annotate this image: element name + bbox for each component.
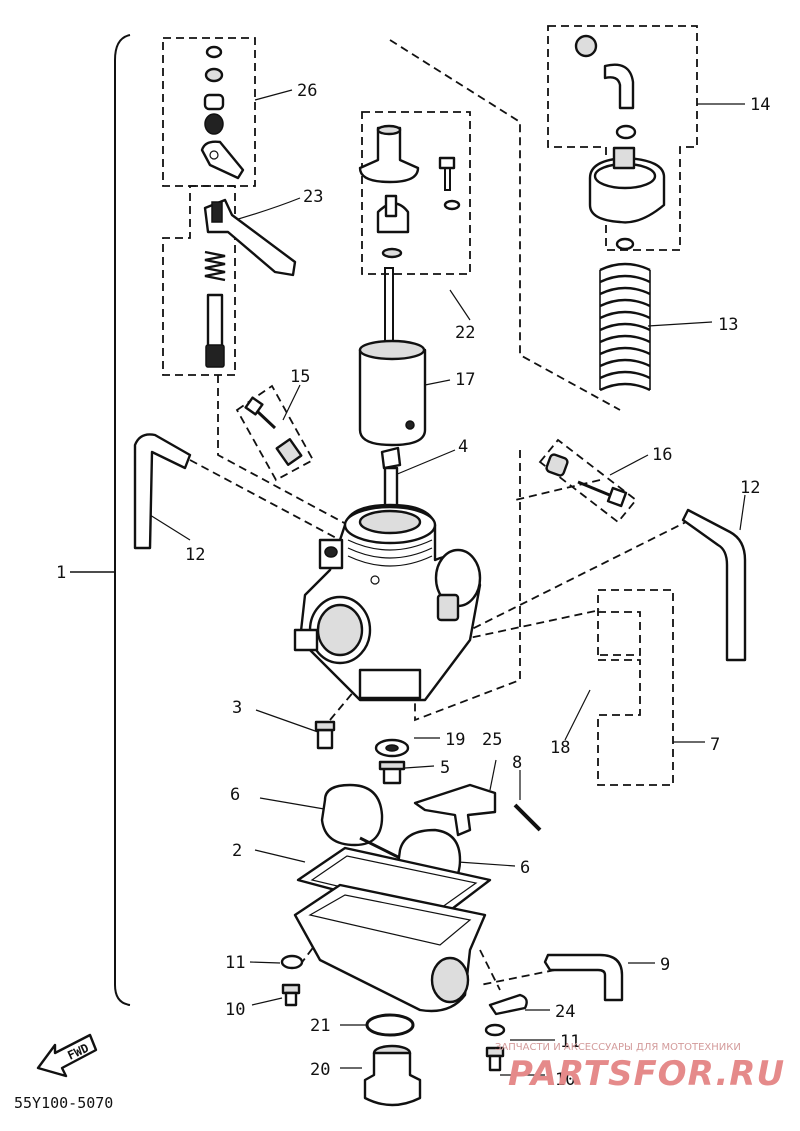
callout-11a: 11 bbox=[225, 953, 245, 973]
part-10-screw-right bbox=[485, 1046, 505, 1072]
part-16-screw-set bbox=[545, 453, 628, 508]
part-5-jet bbox=[378, 760, 406, 785]
callout-26: 26 bbox=[297, 81, 317, 101]
diagram-code: 55Y100-5070 bbox=[14, 1094, 113, 1112]
leader-lines bbox=[149, 89, 746, 1076]
callout-14: 14 bbox=[750, 95, 770, 115]
part-22-cap-group bbox=[358, 124, 461, 349]
part-3-screw bbox=[314, 720, 336, 750]
group-box-26-23 bbox=[162, 37, 256, 376]
part-12-hose-left bbox=[133, 433, 192, 550]
part-23-lever bbox=[203, 198, 297, 277]
part-10-screw-left bbox=[281, 983, 301, 1007]
part-26-pilot-screw-set bbox=[200, 45, 245, 180]
callout-25: 25 bbox=[482, 730, 502, 750]
part-12-hose-right bbox=[681, 508, 747, 662]
callout-22: 22 bbox=[455, 323, 475, 343]
part-needle-spring bbox=[204, 250, 226, 368]
part-24-clip bbox=[488, 993, 528, 1016]
callout-2: 2 bbox=[232, 841, 242, 861]
part-13-spring bbox=[599, 262, 651, 392]
group-box-14 bbox=[547, 25, 698, 251]
part-9-hose bbox=[543, 953, 624, 1002]
callout-labels: 1 2 3 4 5 6 6 7 8 9 10 10 11 11 12 12 13… bbox=[56, 81, 770, 1090]
part-21-o-ring bbox=[365, 1013, 415, 1037]
group-box-15 bbox=[235, 384, 315, 482]
fwd-arrow: FWD bbox=[36, 1033, 98, 1078]
callout-16: 16 bbox=[652, 445, 672, 465]
carburetor-body bbox=[293, 503, 482, 702]
watermark-subtitle: ЗАПЧАСТИ И АКСЕССУАРЫ ДЛЯ МОТОТЕХНИКИ bbox=[495, 1042, 741, 1053]
group-box-16 bbox=[538, 438, 638, 524]
group-box-7-18 bbox=[597, 589, 674, 786]
callout-21: 21 bbox=[310, 1016, 330, 1036]
part-6-float-left bbox=[320, 783, 401, 860]
callout-6b: 6 bbox=[520, 858, 530, 878]
callout-1: 1 bbox=[56, 563, 66, 583]
part-11-washer-right bbox=[484, 1023, 506, 1037]
part-14-top-cap bbox=[574, 34, 666, 251]
callout-6a: 6 bbox=[230, 785, 240, 805]
callout-18: 18 bbox=[550, 738, 570, 758]
callout-9: 9 bbox=[660, 955, 670, 975]
watermark: ЗАПЧАСТИ И АКСЕССУАРЫ ДЛЯ МОТОТЕХНИКИ PA… bbox=[495, 1042, 785, 1094]
callout-5: 5 bbox=[440, 758, 450, 778]
part-15-screw-set bbox=[244, 396, 303, 466]
part-20-drain-plug bbox=[363, 1044, 422, 1107]
float-bowl bbox=[293, 883, 487, 1013]
group-box-22 bbox=[361, 111, 471, 275]
callout-12a: 12 bbox=[185, 545, 205, 565]
part-11-washer-left bbox=[280, 954, 304, 970]
callout-10a: 10 bbox=[225, 1000, 245, 1020]
callout-4: 4 bbox=[458, 437, 468, 457]
callout-10b: 10 bbox=[555, 1070, 575, 1090]
callout-12b: 12 bbox=[740, 478, 760, 498]
callout-11b: 11 bbox=[560, 1032, 580, 1052]
part-25-float-arm bbox=[413, 783, 497, 837]
callout-13: 13 bbox=[718, 315, 738, 335]
part-17-throttle-slide bbox=[358, 339, 427, 447]
assembly-bracket bbox=[70, 34, 131, 1006]
callout-15: 15 bbox=[290, 367, 310, 387]
callout-17: 17 bbox=[455, 370, 475, 390]
callout-20: 20 bbox=[310, 1060, 330, 1080]
callout-7: 7 bbox=[710, 735, 720, 755]
part-19-washer bbox=[374, 738, 410, 758]
callout-8: 8 bbox=[512, 753, 522, 773]
callout-23: 23 bbox=[303, 187, 323, 207]
callout-24: 24 bbox=[555, 1002, 575, 1022]
callout-3: 3 bbox=[232, 698, 242, 718]
part-8-pin bbox=[513, 803, 542, 832]
watermark-brand: PARTSFOR.RU bbox=[508, 1054, 785, 1094]
callout-19: 19 bbox=[445, 730, 465, 750]
